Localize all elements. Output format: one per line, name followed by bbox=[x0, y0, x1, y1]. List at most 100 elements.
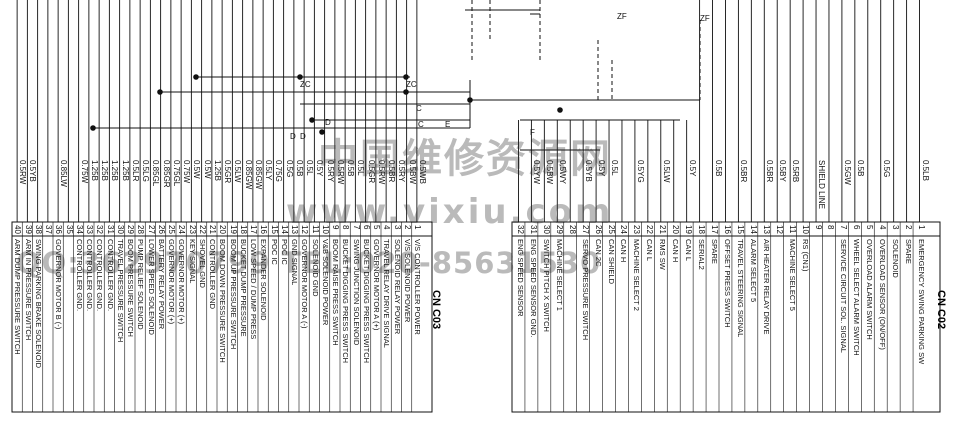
pin-number: 8 bbox=[826, 225, 836, 230]
wire-color-label: 0.5WB bbox=[417, 160, 427, 185]
wire-color-label: 0.5BY bbox=[778, 160, 788, 182]
wire-color-label: 1.25B bbox=[89, 160, 99, 181]
pin-number: 23 bbox=[187, 225, 197, 234]
pin-number: 33 bbox=[85, 225, 94, 234]
pin-label: CAN 2C bbox=[593, 239, 603, 267]
pin-number: 25 bbox=[167, 225, 176, 234]
wire-color-label: 0.5B bbox=[713, 160, 723, 177]
pin-number: 40 bbox=[13, 225, 23, 234]
pin-number: 2 bbox=[402, 225, 412, 230]
pin-number: 38 bbox=[33, 225, 43, 234]
pin-label: BUCKET DIGGING PRESS SWITCH bbox=[341, 239, 351, 364]
pin-number: 32 bbox=[95, 225, 105, 234]
wire-color-label: 0.5BR bbox=[387, 160, 397, 183]
pin-number: 34 bbox=[74, 225, 84, 234]
pin-number: 26 bbox=[156, 225, 166, 234]
wire-color-label: 0.5B bbox=[346, 160, 356, 177]
pin-label: KEY SIGNAL bbox=[187, 239, 197, 284]
wire-color-label: 0.5RY bbox=[397, 160, 407, 183]
wire-color-label: 0.5RW bbox=[335, 160, 345, 185]
pin-label: GND SIGNAL bbox=[290, 239, 299, 286]
pin-number: 7 bbox=[351, 225, 361, 230]
pin-number: 36 bbox=[54, 225, 64, 234]
wire-color-label: 0.5RB bbox=[791, 160, 801, 183]
pin-number: 15 bbox=[269, 225, 279, 234]
pin-label: ENG SPEED SENSOR bbox=[515, 239, 525, 317]
pin-label: RS (CN1) bbox=[800, 239, 810, 272]
wire-color-label: 0.5B bbox=[294, 160, 304, 177]
wire-color-label: 0.75GL bbox=[171, 160, 181, 187]
junction-tag: D bbox=[300, 132, 306, 141]
pin-label: AIR HEATER RELAY DRIVE bbox=[761, 239, 771, 335]
pin-number: 22 bbox=[197, 225, 207, 234]
pin-number: 10 bbox=[800, 225, 810, 234]
pin-number: 21 bbox=[658, 225, 668, 234]
junction-dot bbox=[319, 129, 325, 135]
pin-number: 39 bbox=[23, 225, 33, 234]
pin-number: 4 bbox=[382, 225, 392, 230]
pin-number: 3 bbox=[891, 225, 901, 230]
pin-label: TRAVEL PRESSURE SWITCH bbox=[115, 239, 125, 343]
pin-label: CAN SHIELD bbox=[606, 239, 616, 285]
pin-label: OVERLOAD SENSOR (ON/OFF) bbox=[878, 239, 888, 350]
pin-number: 19 bbox=[684, 225, 694, 234]
wire-color-label: 0.5B bbox=[855, 160, 865, 177]
wire-color-label: 0.5GR bbox=[366, 160, 376, 184]
pin-number: 12 bbox=[774, 225, 784, 234]
wire-color-label: 0.5Y bbox=[597, 160, 607, 177]
pin-number: 5 bbox=[372, 225, 381, 230]
pin-label: CONTROLLER GND. bbox=[95, 239, 105, 312]
pin-label: BOOM RAISE PRESS SWITCH bbox=[331, 239, 340, 346]
pin-number: 9 bbox=[813, 225, 823, 230]
pin-number: 27 bbox=[580, 225, 590, 234]
pin-label: GOVERNOR MOTOR B (-) bbox=[54, 239, 64, 330]
wire-color-label: 0.75W bbox=[182, 160, 192, 184]
pin-number: 3 bbox=[392, 225, 402, 230]
pin-label: LOWER SPEED SOLENOID bbox=[146, 239, 156, 335]
wire-color-label: 0.5W bbox=[192, 160, 202, 179]
pin-label: SOLENOID RELAY POWER bbox=[392, 239, 402, 335]
pin-label: CAN H bbox=[671, 239, 681, 263]
junction-tag: E bbox=[445, 120, 451, 129]
pin-number: 29 bbox=[554, 225, 564, 234]
wire-color-label: 0.75W bbox=[79, 160, 89, 184]
pin-label: GOVERNOR MOTOR (+) bbox=[177, 239, 187, 325]
pin-label: SERVICE CIRCUIT SOL. SIGNAL bbox=[839, 239, 849, 353]
junction-tag: D bbox=[290, 132, 296, 141]
pin-label: SERVO PRESSURE SWITCH bbox=[580, 239, 590, 341]
pin-label: V/S SOLENOID POWER bbox=[402, 239, 412, 323]
pin-label: SHOVEL GND bbox=[197, 239, 207, 288]
junction-dot bbox=[157, 89, 163, 95]
pin-number: 8 bbox=[341, 225, 351, 230]
pin-label: MACHINE SELECT 5 bbox=[787, 239, 797, 311]
wire-color-label: 0.5LW bbox=[661, 160, 671, 183]
pin-number: 20 bbox=[671, 225, 681, 234]
pin-number: 18 bbox=[697, 225, 707, 234]
pin-label: RMS SW bbox=[658, 239, 668, 270]
wire-color-label: 0.5LG bbox=[141, 160, 151, 182]
junction-tag: ZF bbox=[700, 14, 710, 23]
junction-dot bbox=[467, 97, 473, 103]
junction-tag: D bbox=[325, 118, 331, 127]
pin-label: ARM DUMP PRESSURE SWITCH bbox=[13, 239, 23, 355]
wire-color-label: 0.5BR bbox=[765, 160, 775, 183]
pin-label: WHEEL SELECT ALARM SWITCH bbox=[852, 239, 862, 356]
pin-number: 22 bbox=[645, 225, 655, 234]
wire-color-label: 0.5Y bbox=[687, 160, 697, 177]
wire-color-label: 0.5YW bbox=[532, 160, 542, 185]
wire-color-label: 0.5L bbox=[610, 160, 620, 176]
junction-tag: ZC bbox=[300, 80, 311, 89]
pin-label: POC IC bbox=[269, 239, 279, 265]
wire-color-label: 0.5YB bbox=[28, 160, 38, 182]
junction-dot bbox=[403, 74, 409, 80]
pin-label: SWITCH PITCH X SWITCH bbox=[541, 239, 551, 332]
pin-number: 5 bbox=[865, 225, 875, 230]
pin-number: 32 bbox=[515, 225, 525, 234]
pin-number: 31 bbox=[528, 225, 538, 234]
pin-label: GOVERNOR MOTOR A (-) bbox=[300, 239, 310, 329]
cn-c03-title: CN C03 bbox=[430, 290, 442, 330]
pin-number: 10 bbox=[320, 225, 330, 234]
pin-number: 4 bbox=[878, 225, 888, 230]
wire-color-label: 0.5RY bbox=[325, 160, 335, 183]
